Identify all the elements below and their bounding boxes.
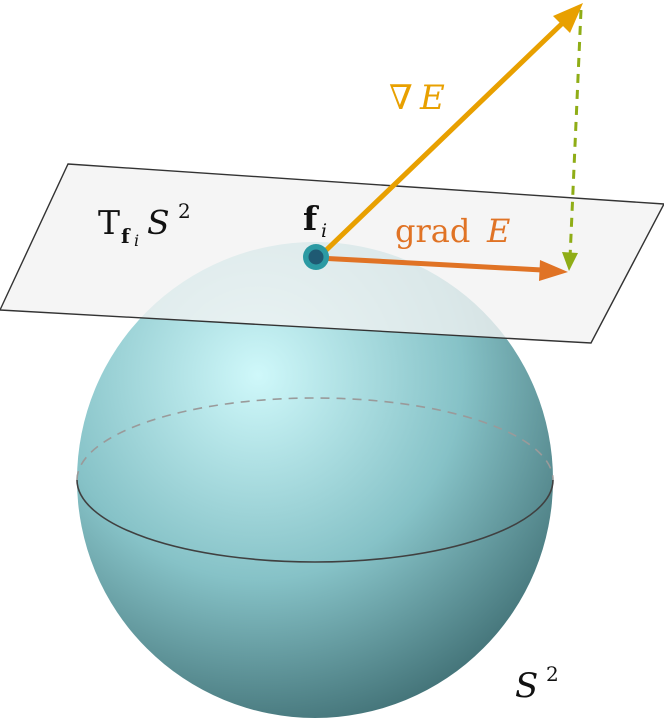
riemannian-gradient-arrowhead [539,260,568,281]
riemannian-gradient-label-text: grad [395,212,470,250]
sphere-label-sup: 2 [546,662,559,686]
sphere-label: S 2 [515,662,559,706]
euclidean-gradient-arrowhead [553,3,583,33]
tangent-plane-label-space: S [147,203,170,242]
equator-front [76,479,554,563]
projection-arrowhead [562,252,578,271]
tangent-plane-label-prefix: T [98,203,120,242]
euclidean-gradient-label-var: E [419,78,445,118]
point-label-f: f [303,199,319,238]
euclidean-gradient-label-nabla: ∇ [389,78,413,118]
tangent-plane [0,163,664,344]
equator-back-dashed [76,397,554,481]
tangent-plane-label: T f i S 2 [98,199,191,250]
euclidean-gradient-label: ∇ E [389,78,445,118]
tangent-plane-label-sub-italic: i [134,231,139,250]
sphere [77,242,553,718]
riemannian-gradient-arrow [315,255,545,273]
riemannian-gradient-label-var: E [486,212,510,250]
point-label: f i [303,199,327,242]
point-label-sub: i [321,220,327,242]
euclidean-gradient-arrow [315,11,575,261]
sphere-label-space: S [515,666,538,706]
tangent-plane-label-sup: 2 [178,199,191,223]
riemannian-gradient-label: grad E [395,212,510,250]
point-f-i [308,249,324,265]
tangent-plane-label-sub-bold: f [121,224,131,248]
